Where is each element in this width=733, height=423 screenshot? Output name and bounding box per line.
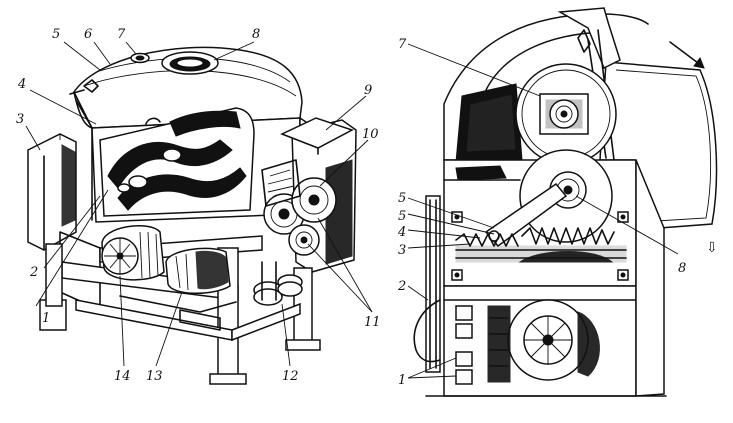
callout-4: 4 bbox=[17, 77, 26, 92]
side-motor-box bbox=[27, 133, 77, 251]
callout-6: 6 bbox=[84, 27, 92, 42]
callout-r-7: 7 bbox=[398, 37, 407, 52]
callout-2: 2 bbox=[29, 265, 38, 280]
callout-9: 9 bbox=[364, 83, 372, 98]
callout-11: 11 bbox=[364, 315, 381, 330]
reducer bbox=[165, 247, 231, 294]
callout-r-2: 2 bbox=[397, 279, 406, 294]
callout-3: 3 bbox=[16, 112, 24, 127]
drive-motor bbox=[101, 225, 165, 281]
upper-drum bbox=[515, 63, 617, 165]
callout-8: 8 bbox=[252, 27, 260, 42]
callout-r-1: 1 bbox=[398, 373, 406, 388]
left-machine-view: 1 2 3 4 5 6 7 8 9 10 11 12 13 14 bbox=[16, 27, 381, 385]
gearbox bbox=[261, 119, 357, 273]
callout-10: 10 bbox=[362, 127, 379, 142]
rotation-arrow bbox=[669, 41, 705, 69]
trough-housing bbox=[443, 7, 718, 231]
right-section-view: ⇩ 1 2 3 4 5 5 7 8 bbox=[397, 7, 718, 397]
cover-plate bbox=[280, 117, 354, 155]
callout-r-3: 3 bbox=[398, 243, 406, 258]
callout-13: 13 bbox=[146, 369, 163, 384]
callout-1: 1 bbox=[42, 311, 50, 326]
lower-chamber bbox=[443, 149, 637, 287]
right-leader-lines bbox=[407, 43, 679, 379]
base-motor-section bbox=[413, 159, 667, 397]
callout-r-5b: 5 bbox=[398, 191, 406, 206]
belt-pulleys bbox=[253, 261, 303, 306]
left-callouts: 1 2 3 4 5 6 7 8 9 10 11 12 13 14 bbox=[16, 27, 381, 384]
main-housing bbox=[69, 46, 319, 228]
callout-5: 5 bbox=[52, 27, 60, 42]
callout-r-8: 8 bbox=[678, 261, 686, 276]
callout-7: 7 bbox=[117, 27, 126, 42]
callout-14: 14 bbox=[114, 369, 131, 384]
discharge-arrow: ⇩ bbox=[706, 240, 718, 256]
callout-r-5a: 5 bbox=[398, 209, 406, 224]
callout-12: 12 bbox=[282, 369, 299, 384]
left-leader-lines bbox=[25, 41, 373, 367]
callout-r-4: 4 bbox=[397, 225, 406, 240]
right-callouts: 1 2 3 4 5 5 7 8 bbox=[397, 37, 686, 388]
